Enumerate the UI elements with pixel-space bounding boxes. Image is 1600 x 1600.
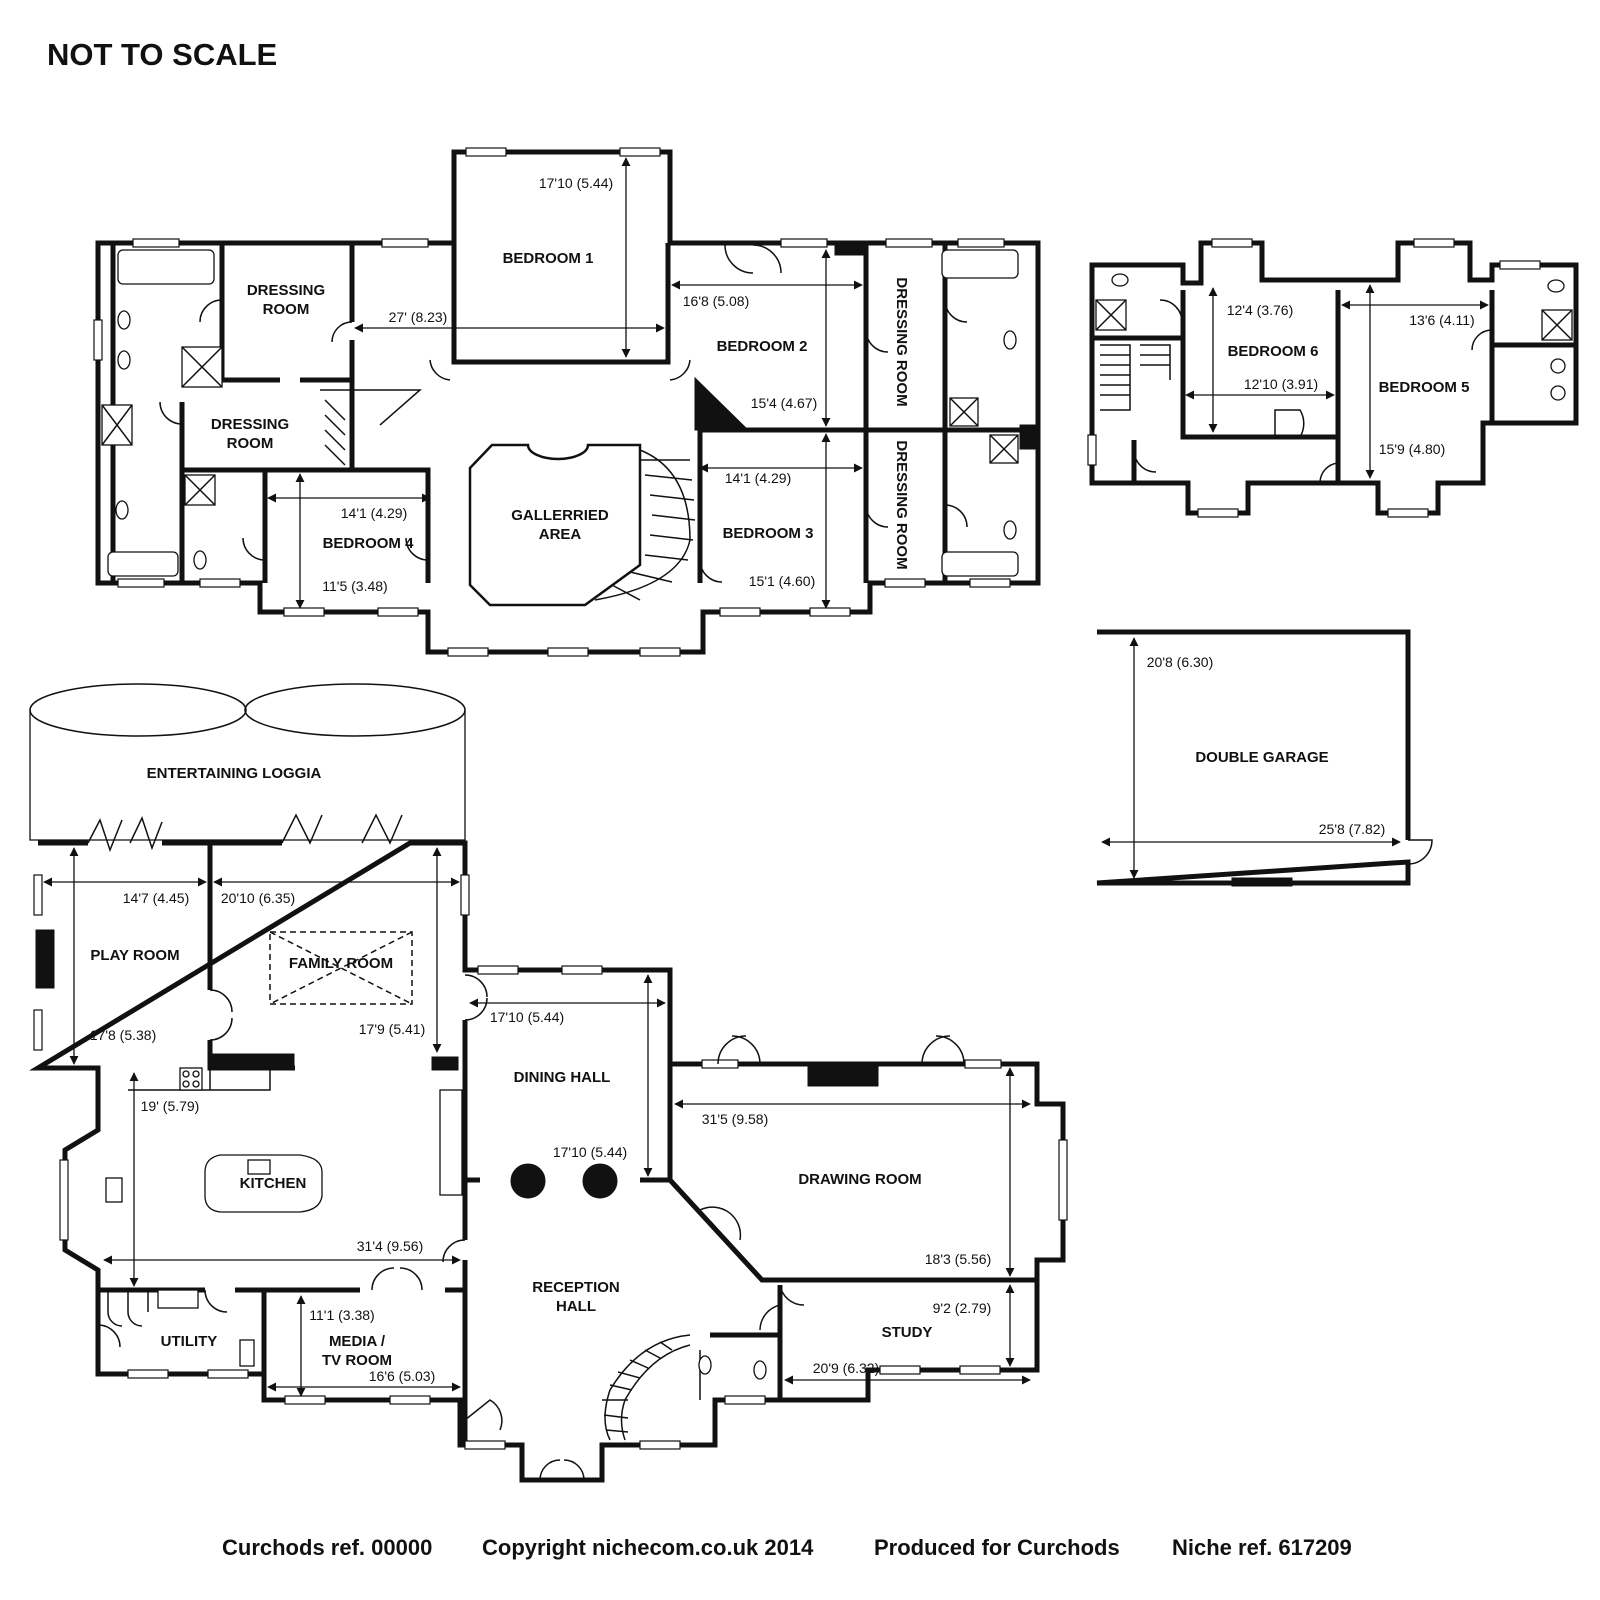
label-gallery-line2: AREA xyxy=(539,526,582,543)
kitchen-fixtures xyxy=(105,1067,767,1380)
label-kitchen: KITCHEN xyxy=(240,1175,307,1192)
label-bedroom6: BEDROOM 6 xyxy=(1228,343,1319,360)
drawing-fireplace xyxy=(807,1063,879,1087)
dim-drawing-depth: 18'3 (5.56) xyxy=(925,1251,992,1267)
second-floor-windows xyxy=(1087,238,1541,518)
garage-door xyxy=(1231,877,1293,887)
ground-floor-outline xyxy=(29,840,1066,1483)
footer-niche-ref: Niche ref. 617209 xyxy=(1172,1535,1352,1560)
first-floor-outline xyxy=(95,149,1041,655)
pier-block xyxy=(431,1056,459,1071)
dim-b6-width: 12'10 (3.91) xyxy=(1244,376,1318,392)
first-floor: BEDROOM 1 BEDROOM 2 BEDROOM 3 BEDROOM 4 … xyxy=(93,147,1041,657)
label-family-room: FAMILY ROOM xyxy=(289,955,393,972)
ground-floor: ENTERTAINING LOGGIA xyxy=(29,683,1068,1483)
dim-garage-depth: 20'8 (6.30) xyxy=(1147,654,1214,670)
dim-media-depth: 11'1 (3.38) xyxy=(309,1307,374,1323)
label-bedroom5: BEDROOM 5 xyxy=(1379,379,1470,396)
dim-study-width: 20'9 (6.32) xyxy=(813,1360,880,1376)
gallery-outline xyxy=(468,443,642,607)
label-gallery-line1: GALLERRIED xyxy=(511,507,609,524)
dim-family-depth: 17'9 (5.41) xyxy=(359,1021,426,1037)
first-floor-internal-walls xyxy=(110,243,1038,583)
label-bedroom1: BEDROOM 1 xyxy=(503,250,594,267)
label-dressing2-line2: ROOM xyxy=(227,435,274,452)
label-garage: DOUBLE GARAGE xyxy=(1195,749,1328,766)
label-play-room: PLAY ROOM xyxy=(90,947,179,964)
dim-study-depth: 9'2 (2.79) xyxy=(933,1300,992,1316)
dim-family-width: 20'10 (6.35) xyxy=(221,890,295,906)
first-floor-windows xyxy=(93,147,1011,657)
dim-b5-depth: 15'9 (4.80) xyxy=(1379,441,1446,457)
label-dressing1-line1: DRESSING xyxy=(247,282,325,299)
loggia-arch-left xyxy=(29,683,247,737)
dim-b4-depth: 11'5 (3.48) xyxy=(322,578,387,594)
dining-column-right xyxy=(582,1163,618,1199)
footer-copyright: Copyright nichecom.co.uk 2014 xyxy=(482,1535,814,1560)
footer-produced: Produced for Curchods xyxy=(874,1535,1120,1560)
loggia-outline xyxy=(29,710,466,841)
label-reception-line2: HALL xyxy=(556,1298,596,1315)
dim-b3-depth: 15'1 (4.60) xyxy=(749,573,816,589)
label-bedroom3: BEDROOM 3 xyxy=(723,525,814,542)
first-floor-doors xyxy=(159,244,968,583)
label-media-line1: MEDIA / xyxy=(329,1333,386,1350)
second-floor-internal-walls xyxy=(1092,290,1576,483)
label-utility: UTILITY xyxy=(161,1333,218,1350)
playroom-fireplace xyxy=(35,929,55,989)
label-bedroom2: BEDROOM 2 xyxy=(717,338,808,355)
scale-note: NOT TO SCALE xyxy=(47,37,277,72)
dim-media-width: 16'6 (5.03) xyxy=(369,1368,436,1384)
label-dressing4: DRESSING ROOM xyxy=(893,440,910,569)
label-loggia: ENTERTAINING LOGGIA xyxy=(147,765,322,782)
dim-b5-width: 13'6 (4.11) xyxy=(1409,312,1474,328)
dim-play-width: 14'7 (4.45) xyxy=(123,890,190,906)
second-floor-outline xyxy=(1089,240,1579,516)
ground-floor-windows xyxy=(33,874,1068,1450)
dim-garage-width: 25'8 (7.82) xyxy=(1319,821,1386,837)
ground-floor-doors xyxy=(97,974,965,1481)
label-dressing1-line2: ROOM xyxy=(263,301,310,318)
dim-b1-depth: 17'10 (5.44) xyxy=(539,175,613,191)
dim-play-depth: 17'8 (5.38) xyxy=(90,1027,157,1043)
loggia-bifold-doors xyxy=(87,813,403,853)
gallery-stair xyxy=(594,449,696,601)
stair-top-left xyxy=(320,389,422,466)
dim-kitchen-width: 31'4 (9.56) xyxy=(357,1238,424,1254)
dining-column-left xyxy=(510,1163,546,1199)
footer-ref: Curchods ref. 00000 xyxy=(222,1535,432,1560)
loggia-arch-right xyxy=(244,683,466,737)
second-floor: BEDROOM 6 BEDROOM 5 12'4 (3.76) 12'10 (3… xyxy=(1087,238,1579,518)
garage: DOUBLE GARAGE 20'8 (6.30) 25'8 (7.82) xyxy=(1096,629,1433,887)
dim-dining-depth: 17'10 (5.44) xyxy=(553,1144,627,1160)
dim-b3-width: 14'1 (4.29) xyxy=(725,470,792,486)
label-dining-hall: DINING HALL xyxy=(514,1069,611,1086)
dim-dining-width: 17'10 (5.44) xyxy=(490,1009,564,1025)
kitchen-chimney xyxy=(211,1053,295,1069)
family-room-skylight xyxy=(269,931,413,1005)
dim-b1-width: 27' (8.23) xyxy=(389,309,448,325)
dim-b2-depth: 15'4 (4.67) xyxy=(751,395,818,411)
label-dressing3: DRESSING ROOM xyxy=(893,277,910,406)
label-dressing2-line1: DRESSING xyxy=(211,416,289,433)
label-study: STUDY xyxy=(882,1324,933,1341)
dim-kitchen-depth: 19' (5.79) xyxy=(141,1098,200,1114)
dim-b6-depth: 12'4 (3.76) xyxy=(1227,302,1294,318)
first-floor-fixtures xyxy=(101,242,1039,577)
label-reception-line1: RECEPTION xyxy=(532,1279,620,1296)
label-drawing-room: DRAWING ROOM xyxy=(798,1171,921,1188)
second-floor-fixtures xyxy=(1095,273,1573,484)
dim-drawing-width: 31'5 (9.58) xyxy=(702,1111,769,1127)
label-bedroom4: BEDROOM 4 xyxy=(323,535,415,552)
label-media-line2: TV ROOM xyxy=(322,1352,392,1369)
reception-stair xyxy=(602,1334,701,1441)
dim-b2-width: 16'8 (5.08) xyxy=(683,293,750,309)
dim-b4-width: 14'1 (4.29) xyxy=(341,505,408,521)
footer: Curchods ref. 00000 Copyright nichecom.c… xyxy=(222,1535,1352,1560)
